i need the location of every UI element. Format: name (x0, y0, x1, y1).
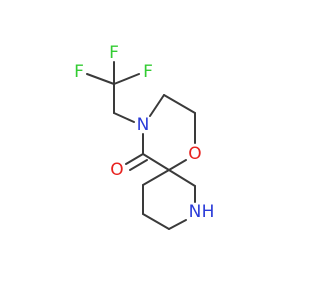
atom-nitrogen-amine: N (189, 202, 202, 222)
bond-nh-pip-bottom (168, 219, 187, 230)
atom-fluorine-top: F (109, 43, 119, 63)
bond-ring-top-right (163, 94, 196, 114)
bond-ch2-n (113, 112, 135, 123)
bond-cf3-f-left (86, 73, 115, 85)
molecule-structure-diagram: F F F N O O N H (74, 43, 214, 230)
atom-nitrogen-amide: N (137, 115, 150, 135)
bond-spiro-carbonyl (142, 153, 170, 171)
bonds (86, 61, 196, 230)
atom-fluorine-left: F (74, 62, 84, 82)
atom-labels: F F F N O O N H (74, 43, 214, 222)
bond-pip-bottom-left (142, 213, 170, 230)
bond-n-ring-top (149, 94, 165, 117)
atom-hydrogen-amine: H (202, 202, 215, 222)
bond-spiro-pip-right (168, 169, 196, 187)
bond-carbonyl-o-1 (125, 153, 144, 165)
atom-oxygen-carbonyl: O (110, 160, 123, 180)
bond-o-spiro (168, 159, 187, 171)
bond-cf3-f-right (113, 73, 140, 85)
bond-pip-left-spiro (142, 169, 170, 186)
atom-fluorine-right: F (143, 62, 153, 82)
atom-oxygen-ether: O (188, 144, 201, 164)
bond-carbonyl-o-2 (129, 159, 148, 171)
